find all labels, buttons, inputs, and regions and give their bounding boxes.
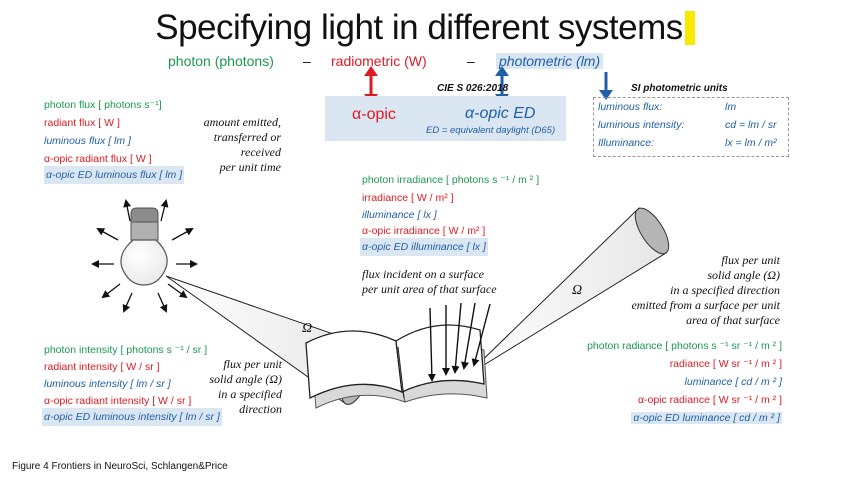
flux-item: luminous flux [ lm ] [44, 135, 131, 147]
omega-label-right: Ω [572, 283, 583, 298]
system-photon: photon (photons) [168, 53, 274, 69]
open-book-icon [305, 324, 488, 409]
intensity-item: radiant intensity [ W / sr ] [44, 361, 160, 373]
intensity-note: flux per unit solid angle (Ω) in a speci… [209, 357, 282, 416]
system-separator: – [303, 53, 311, 69]
system-radiometric: radiometric (W) [331, 53, 427, 69]
irradiance-item: irradiance [ W / m² ] [362, 192, 454, 204]
irradiance-item: illuminance [ lx ] [362, 209, 437, 221]
flux-item: α-opic ED luminous flux [ lm ] [44, 166, 185, 184]
flux-item: radiant flux [ W ] [44, 117, 120, 129]
si-row-unit: lm [725, 101, 737, 113]
si-row-name: Illuminance: [598, 137, 655, 149]
cie-aopic-ed: α-opic ED [465, 105, 536, 122]
radiance-item: radiance [ W sr ⁻¹ / m ² ] [669, 358, 782, 370]
omega-label-left: Ω [302, 321, 313, 336]
solid-angle-cone-right [465, 207, 670, 377]
si-row-name: luminous flux: [598, 101, 663, 113]
flux-item: photon flux [ photons s⁻¹] [44, 99, 162, 111]
intensity-item: α-opic ED luminous intensity [ lm / sr ] [42, 408, 222, 426]
si-row-unit: cd = lm / sr [725, 119, 777, 131]
cie-aopic: α-opic [352, 106, 396, 123]
irradiance-item: photon irradiance [ photons s ⁻¹ / m ² ] [362, 174, 540, 186]
flux-item: α-opic radiant flux [ W ] [44, 153, 152, 165]
flux-note: amount emitted, transferred or received … [203, 115, 281, 174]
light-bulb-icon [91, 199, 198, 313]
radiance-note: flux per unit solid angle (Ω) in a speci… [631, 253, 780, 327]
si-units-box [593, 97, 789, 157]
irradiance-note: flux incident on a surface per unit area… [362, 267, 497, 296]
radiance-list: photon radiance [ photons s ⁻¹ sr ⁻¹ / m… [560, 337, 782, 427]
radiance-item: α-opic radiance [ W sr ⁻¹ / m ² ] [637, 394, 782, 406]
irradiance-item: α-opic ED illuminance [ lx ] [360, 238, 488, 256]
si-row-unit: lx = lm / m² [725, 137, 777, 149]
cie-box [325, 96, 566, 141]
radiance-item: luminance [ cd / m ² ] [684, 376, 782, 388]
si-units-label: SI photometric units [631, 83, 728, 94]
cie-ed-note: ED = equivalent daylight (D65) [426, 125, 556, 136]
incident-flux-arrows [427, 302, 491, 382]
system-photometric: photometric (lm) [496, 53, 604, 69]
page-title: Specifying light in different systems [0, 8, 850, 48]
down-arrow-blue-icon [599, 72, 613, 100]
figure-caption: Figure 4 Frontiers in NeuroSci, Schlange… [12, 461, 228, 472]
si-row-name: luminous intensity: [598, 119, 685, 131]
title-highlight-mark [684, 11, 695, 45]
system-separator: – [467, 53, 475, 69]
radiance-item: α-opic ED luminance [ cd / m ² ] [631, 412, 782, 424]
cie-standard-label: CIE S 026:2018 [437, 83, 509, 94]
intensity-item: α-opic radiant intensity [ W / sr ] [44, 395, 192, 407]
intensity-item: luminous intensity [ lm / sr ] [44, 378, 171, 390]
intensity-item: photon intensity [ photons s ⁻¹ / sr ] [44, 344, 208, 356]
radiance-item: photon radiance [ photons s ⁻¹ sr ⁻¹ / m… [587, 340, 782, 352]
irradiance-item: α-opic irradiance [ W / m² ] [362, 225, 486, 237]
